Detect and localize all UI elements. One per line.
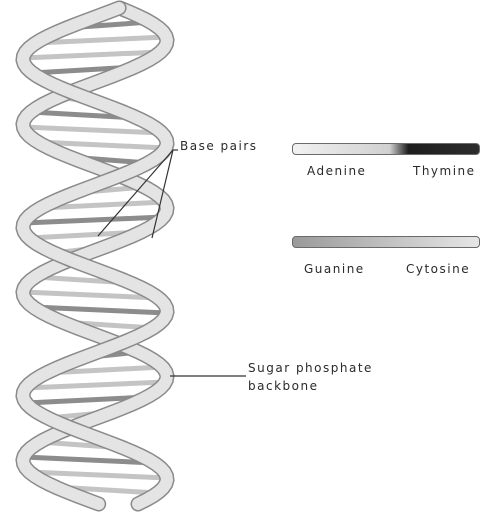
adenine-label: Adenine: [307, 164, 366, 178]
adenine-thymine-pair-bar: [292, 143, 480, 155]
base-pair-rung: [26, 382, 166, 388]
guanine-label: Guanine: [304, 262, 365, 276]
guanine-cytosine-pair-bar: [292, 236, 480, 248]
base-pair-rung: [24, 217, 164, 223]
cytosine-label: Cytosine: [406, 262, 470, 276]
thymine-label: Thymine: [413, 164, 476, 178]
base-pairs-label: Base pairs: [180, 139, 258, 153]
backbone-label-line-1: Sugar phosphate: [248, 361, 373, 375]
backbone-label-line-2: backbone: [248, 379, 318, 393]
